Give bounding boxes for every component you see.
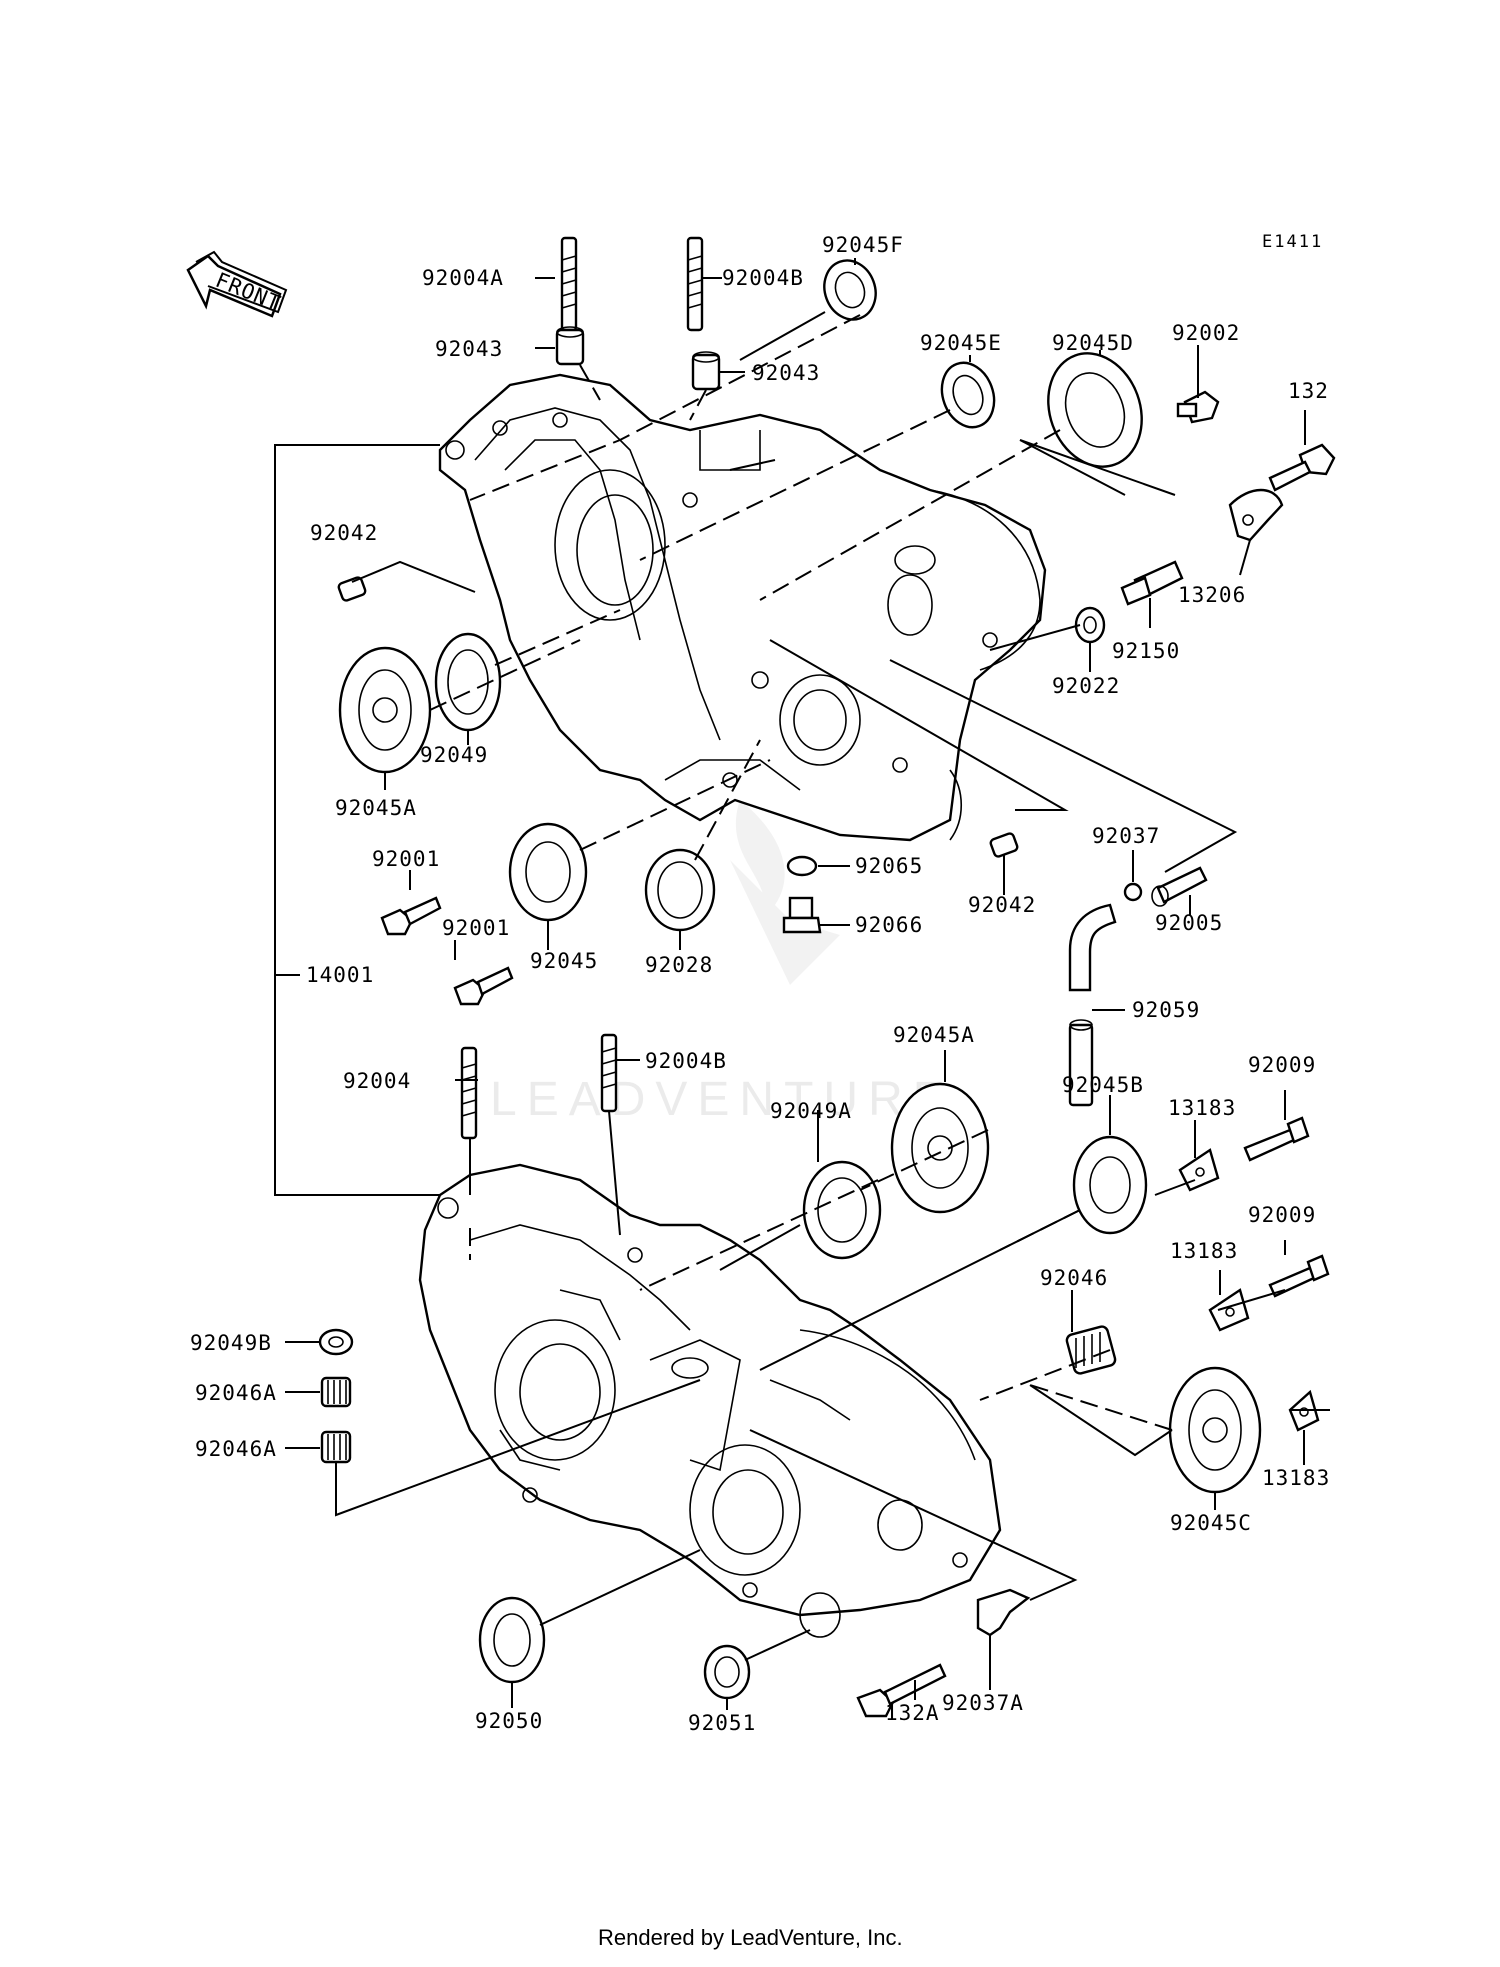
seal-92050[interactable]: [478, 1596, 546, 1684]
bolt-132[interactable]: [1268, 443, 1336, 492]
label-92045D[interactable]: 92045D: [1052, 331, 1134, 355]
hose-92059[interactable]: [1068, 903, 1117, 1107]
label-92004A[interactable]: 92004A: [422, 266, 504, 290]
bolt-92001-b[interactable]: [453, 966, 514, 1006]
bracket-13206[interactable]: [1228, 488, 1284, 542]
label-92045[interactable]: 92045: [530, 949, 598, 973]
watermark-logo: LEADVENTURE: [490, 800, 955, 1126]
clip-92037[interactable]: [1123, 882, 1143, 902]
label-92037[interactable]: 92037: [1092, 824, 1160, 848]
axis-dashed-lines: [429, 314, 1173, 1431]
front-label: FRONT: [212, 268, 284, 316]
seal-92051[interactable]: [703, 1644, 751, 1700]
stud-92004A[interactable]: [560, 236, 578, 332]
label-13183-b[interactable]: 13183: [1170, 1239, 1238, 1263]
label-13183-a[interactable]: 13183: [1168, 1096, 1236, 1120]
bolt-92001-a[interactable]: [380, 896, 442, 936]
label-92042-left[interactable]: 92042: [310, 521, 378, 545]
label-92045A-top[interactable]: 92045A: [335, 796, 417, 820]
label-14001[interactable]: 14001: [306, 963, 374, 987]
washer-92065[interactable]: [786, 855, 818, 877]
label-132A[interactable]: 132A: [885, 1701, 940, 1725]
dowel-92042-left[interactable]: [337, 576, 367, 602]
label-92002[interactable]: 92002: [1172, 321, 1240, 345]
stud-92004[interactable]: [460, 1046, 478, 1140]
fitting-92005[interactable]: [1151, 866, 1208, 907]
bearing-92045B[interactable]: [1072, 1135, 1148, 1235]
bearing-92045F[interactable]: [816, 253, 884, 326]
crankcase-right-half[interactable]: [438, 373, 1047, 842]
label-92051[interactable]: 92051: [688, 1711, 756, 1735]
label-13183-c[interactable]: 13183: [1262, 1466, 1330, 1490]
plug-92066[interactable]: [782, 896, 822, 934]
label-92045A-bottom[interactable]: 92045A: [893, 1023, 975, 1047]
label-92009-a[interactable]: 92009: [1248, 1053, 1316, 1077]
watermark-text: LEADVENTURE: [490, 1073, 955, 1126]
stud-92004B-top[interactable]: [686, 236, 704, 332]
footer-credit: Rendered by LeadVenture, Inc.: [598, 1925, 903, 1950]
label-92005[interactable]: 92005: [1155, 911, 1223, 935]
label-92004[interactable]: 92004: [343, 1069, 411, 1093]
callout-labels: 92004A 92004B 92045F 92045E 92045D 92002…: [190, 233, 1330, 1735]
washer-92049B[interactable]: [318, 1328, 354, 1356]
label-92045B[interactable]: 92045B: [1062, 1073, 1144, 1097]
label-92045E[interactable]: 92045E: [920, 331, 1002, 355]
label-92037A[interactable]: 92037A: [942, 1691, 1024, 1715]
screw-92009-a[interactable]: [1243, 1116, 1310, 1162]
label-92150[interactable]: 92150: [1112, 639, 1180, 663]
bearing-92046A-a[interactable]: [320, 1376, 352, 1408]
diagram-code: E1411: [1262, 232, 1323, 252]
dowel-92043-right[interactable]: [691, 351, 721, 391]
label-92045F[interactable]: 92045F: [822, 233, 904, 257]
dowel-92043-left[interactable]: [555, 326, 585, 366]
crankcase-left-half[interactable]: [418, 1163, 1002, 1638]
label-92001-b[interactable]: 92001: [442, 916, 510, 940]
label-92050[interactable]: 92050: [475, 1709, 543, 1733]
bearing-92045D[interactable]: [1033, 340, 1157, 480]
label-92046A-a[interactable]: 92046A: [195, 1381, 277, 1405]
bushing-92028[interactable]: [644, 848, 716, 932]
label-92065[interactable]: 92065: [855, 854, 923, 878]
stud-92004B-bottom[interactable]: [600, 1033, 618, 1113]
fitting-92150[interactable]: [1120, 560, 1184, 606]
front-arrow[interactable]: FRONT: [186, 250, 288, 318]
washer-92022[interactable]: [1074, 606, 1106, 644]
label-92049B[interactable]: 92049B: [190, 1331, 272, 1355]
label-92004B-bottom[interactable]: 92004B: [645, 1049, 727, 1073]
bearing-92046A-b[interactable]: [320, 1430, 352, 1464]
label-92045C[interactable]: 92045C: [1170, 1511, 1252, 1535]
label-92059[interactable]: 92059: [1132, 998, 1200, 1022]
label-92042-right[interactable]: 92042: [968, 893, 1036, 917]
label-92066[interactable]: 92066: [855, 913, 923, 937]
leader-lines: [274, 258, 1330, 1710]
label-92004B-top[interactable]: 92004B: [722, 266, 804, 290]
seal-92049A[interactable]: [802, 1160, 882, 1260]
label-92022[interactable]: 92022: [1052, 674, 1120, 698]
label-92001-a[interactable]: 92001: [372, 847, 440, 871]
label-92009-b[interactable]: 92009: [1248, 1203, 1316, 1227]
screw-92009-b[interactable]: [1268, 1254, 1330, 1298]
clamp-92037A[interactable]: [976, 1588, 1031, 1637]
bearing-92045E[interactable]: [933, 355, 1003, 434]
bearing-92045C[interactable]: [1168, 1366, 1262, 1494]
dowel-92042-right[interactable]: [989, 832, 1019, 858]
label-92043-left[interactable]: 92043: [435, 337, 503, 361]
bearing-92045A-top[interactable]: [338, 646, 432, 774]
label-92049A[interactable]: 92049A: [770, 1099, 852, 1123]
label-92046[interactable]: 92046: [1040, 1266, 1108, 1290]
bolt-92002[interactable]: [1176, 390, 1220, 424]
label-92049[interactable]: 92049: [420, 743, 488, 767]
plate-13183-b[interactable]: [1208, 1288, 1250, 1332]
bearing-92045A-bottom[interactable]: [890, 1082, 990, 1214]
label-92028[interactable]: 92028: [645, 953, 713, 977]
label-92046A-b[interactable]: 92046A: [195, 1437, 277, 1461]
bearing-92045[interactable]: [508, 822, 588, 922]
label-92043-right[interactable]: 92043: [752, 361, 820, 385]
label-132[interactable]: 132: [1288, 379, 1329, 403]
label-13206[interactable]: 13206: [1178, 583, 1246, 607]
